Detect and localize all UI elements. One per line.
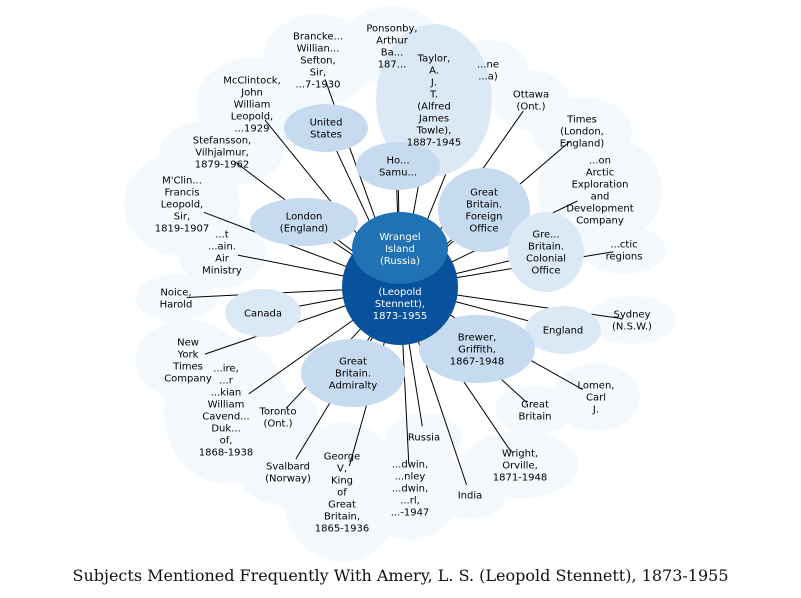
edge-baldwin <box>401 336 410 465</box>
edge-air-ministry <box>237 254 352 278</box>
node-label-hoare: Ho...Samu... <box>379 156 417 179</box>
node-bubble-brewer[interactable] <box>419 315 535 383</box>
edge-devonshire <box>248 315 360 395</box>
node-label-brewer: Brewer,Griffith,1867-1948 <box>450 333 505 368</box>
inner-node-bubble[interactable] <box>352 212 448 284</box>
node-bubble-london[interactable] <box>250 198 358 246</box>
node-label-canada: Canada <box>244 309 282 320</box>
node-label-noice: Noice,Harold <box>160 288 193 311</box>
node-bubble-toronto[interactable] <box>238 391 318 443</box>
node-label-stefansson: Stefansson,Vilhjalmur,1879-1962 <box>193 136 251 171</box>
node-bubble-gb-admiralty[interactable] <box>301 339 405 407</box>
node-bubble-taylor[interactable] <box>376 24 492 176</box>
node-label-times: Times(London,England) <box>560 115 605 150</box>
node-bubble-arctic-regions[interactable] <box>582 226 666 274</box>
node-bubble-great-britain[interactable] <box>495 386 575 434</box>
node-bubble-sydney[interactable] <box>588 296 676 344</box>
node-label-baldwin: ...dwin,...nley...dwin,...rl,...-1947 <box>391 460 430 519</box>
background-bubbles <box>124 6 676 562</box>
foreground-bubbles <box>225 24 601 407</box>
node-bubble-gb-foreign[interactable] <box>438 168 530 252</box>
node-bubble-baldwin[interactable] <box>358 436 462 540</box>
node-label-england: England <box>543 326 584 337</box>
node-label-svalbard: Svalbard(Norway) <box>265 462 311 485</box>
node-bubble-hoare[interactable] <box>356 142 440 190</box>
node-label-sydney: Sydney(N.S.W.) <box>612 310 652 333</box>
node-label-india: India <box>458 491 483 502</box>
node-bubble-canada[interactable] <box>225 289 301 337</box>
node-bubble-england[interactable] <box>525 306 601 354</box>
node-label-russia: Russia <box>408 433 440 444</box>
node-label-wright: Wright,Orville,1871-1948 <box>493 449 548 484</box>
edge-russia <box>407 336 423 427</box>
node-label-brancker: Brancke...Willian...Sefton,Sir,...7-1930 <box>293 32 343 91</box>
node-bubble-air-ministry[interactable] <box>178 216 266 288</box>
node-bubble-united-states[interactable] <box>284 104 368 152</box>
edge-sydney <box>449 293 622 319</box>
node-bubble-gb-colonial[interactable] <box>508 212 584 292</box>
node-bubble-hudson-arctic[interactable] <box>538 134 662 246</box>
node-bubble-india[interactable] <box>434 471 506 519</box>
node-label-toronto: Toronto(Ont.) <box>259 407 297 430</box>
node-bubble-noice[interactable] <box>136 274 216 322</box>
node-label-ottawa: Ottawa(Ont.) <box>513 90 549 113</box>
node-label-canada-region: ...ne...a) <box>477 60 499 83</box>
node-label-london: London(England) <box>280 212 328 235</box>
page-title: Subjects Mentioned Frequently With Amery… <box>72 566 729 585</box>
